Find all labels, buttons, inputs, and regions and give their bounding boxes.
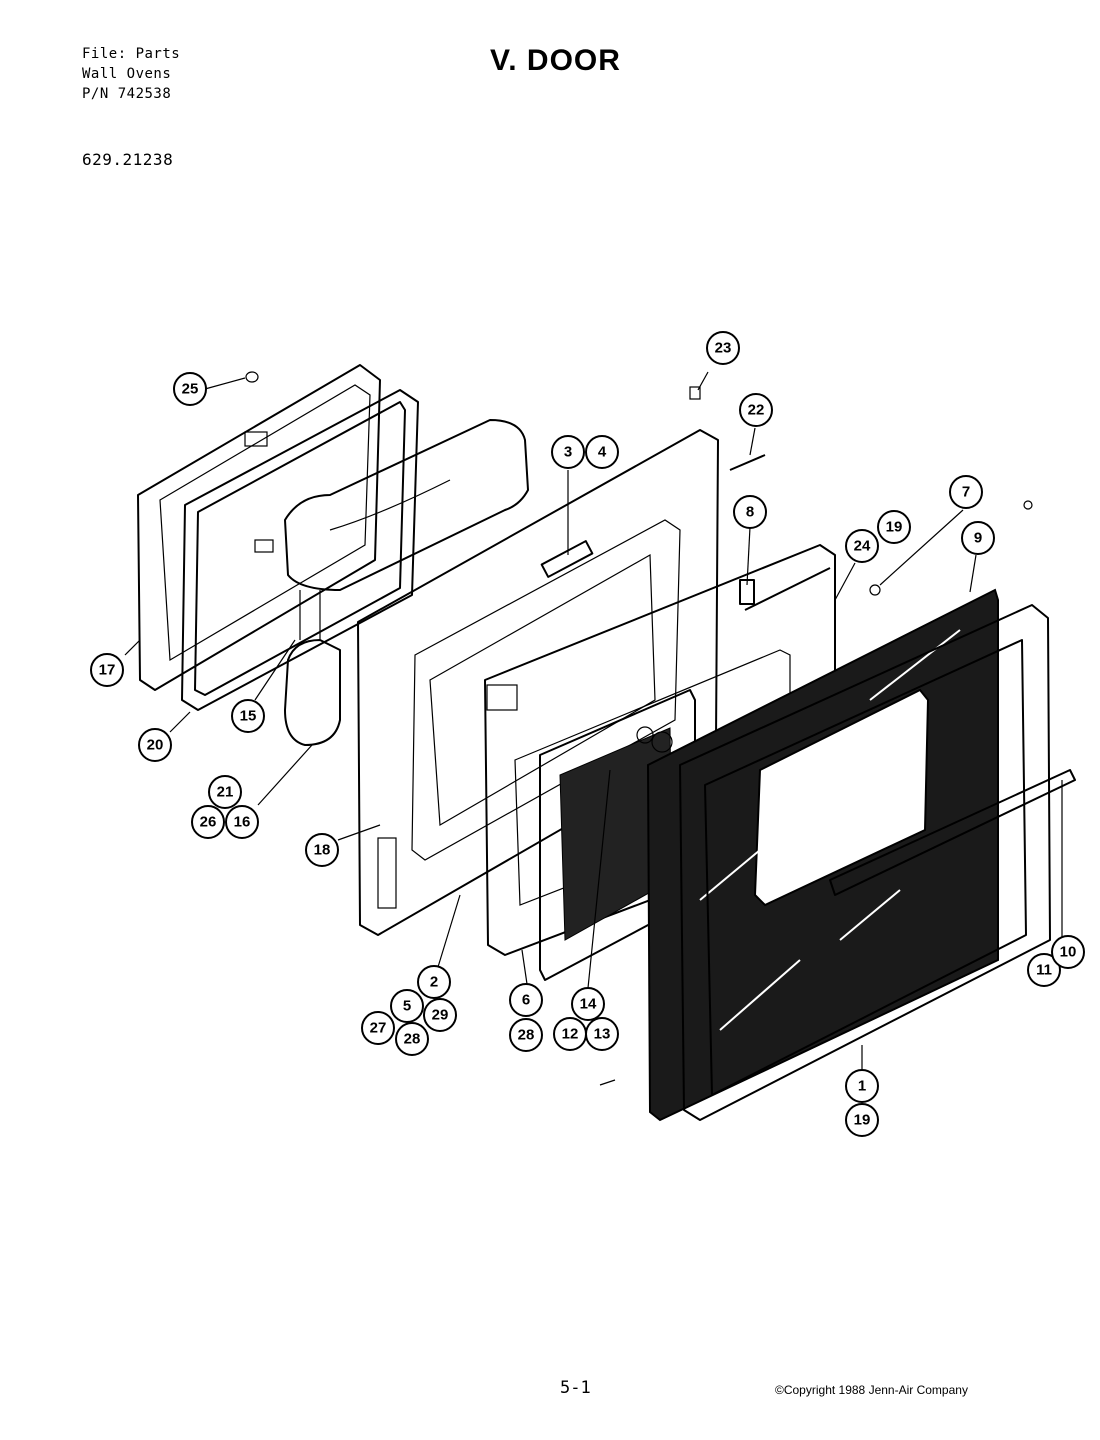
svg-text:4: 4	[598, 444, 607, 461]
callout-26: 26	[191, 805, 225, 839]
callout-29: 29	[423, 998, 457, 1032]
callout-23: 23	[706, 331, 740, 365]
svg-text:26: 26	[200, 814, 217, 831]
callout-6: 6	[509, 983, 543, 1017]
svg-text:15: 15	[240, 708, 257, 725]
callout-13: 13	[585, 1017, 619, 1051]
svg-text:22: 22	[748, 402, 765, 419]
callout-11: 11	[1027, 953, 1061, 987]
leader-lines	[124, 371, 1063, 1070]
callout-5: 5	[390, 989, 424, 1023]
svg-text:13: 13	[594, 1026, 611, 1043]
svg-text:21: 21	[217, 784, 234, 801]
svg-text:23: 23	[715, 340, 732, 357]
svg-text:27: 27	[370, 1020, 387, 1037]
callout-1: 1	[845, 1069, 879, 1103]
callout-4: 4	[585, 435, 619, 469]
small-fasteners	[245, 371, 1033, 1086]
callout-12: 12	[553, 1017, 587, 1051]
callout-15: 15	[231, 699, 265, 733]
callout-24: 24	[845, 529, 879, 563]
callout-28-b: 28	[509, 1018, 543, 1052]
svg-text:18: 18	[314, 842, 331, 859]
callout-22: 22	[739, 393, 773, 427]
part-number-label: P/N 742538	[82, 86, 172, 102]
callout-8: 8	[733, 495, 767, 529]
svg-text:6: 6	[522, 992, 530, 1009]
model-number: 629.21238	[82, 150, 174, 169]
callout-3: 3	[551, 435, 585, 469]
page-number: 5-1	[560, 1378, 591, 1398]
svg-text:29: 29	[432, 1007, 449, 1024]
page-title: V. DOOR	[490, 44, 621, 77]
callout-2: 2	[417, 965, 451, 999]
svg-text:20: 20	[147, 737, 164, 754]
svg-text:3: 3	[564, 444, 572, 461]
svg-text:11: 11	[1036, 962, 1052, 979]
callout-14: 14	[571, 987, 605, 1021]
svg-text:16: 16	[234, 814, 251, 831]
callout-28: 28	[395, 1022, 429, 1056]
svg-text:19: 19	[886, 519, 903, 536]
callout-25: 25	[173, 372, 207, 406]
svg-text:12: 12	[562, 1026, 579, 1043]
svg-text:19: 19	[854, 1112, 871, 1129]
callout-21: 21	[208, 775, 242, 809]
svg-text:28: 28	[404, 1031, 421, 1048]
file-label: File: Parts	[82, 46, 181, 62]
copyright-notice: ©Copyright 1988 Jenn-Air Company	[775, 1383, 968, 1397]
callout-17: 17	[90, 653, 124, 687]
svg-text:5: 5	[403, 998, 411, 1015]
rear-panel	[137, 364, 381, 691]
callout-20: 20	[138, 728, 172, 762]
svg-text:14: 14	[580, 996, 597, 1013]
svg-text:1: 1	[858, 1078, 866, 1095]
callout-27: 27	[361, 1011, 395, 1045]
svg-text:24: 24	[854, 538, 871, 555]
svg-text:25: 25	[182, 381, 199, 398]
svg-text:17: 17	[99, 662, 116, 679]
svg-text:7: 7	[962, 484, 970, 501]
svg-text:28: 28	[518, 1027, 535, 1044]
callout-19-b: 19	[845, 1103, 879, 1137]
insulation-blanket	[284, 419, 529, 746]
callout-18: 18	[305, 833, 339, 867]
callout-16: 16	[225, 805, 259, 839]
callout-19: 19	[877, 510, 911, 544]
svg-text:9: 9	[974, 530, 982, 547]
svg-text:2: 2	[430, 974, 438, 991]
callout-7: 7	[949, 475, 983, 509]
callout-9: 9	[961, 521, 995, 555]
svg-text:8: 8	[746, 504, 754, 521]
gasket-frame	[181, 389, 419, 711]
outer-glass	[646, 588, 999, 1122]
outer-door-frame	[679, 604, 1076, 1121]
svg-text:10: 10	[1060, 944, 1077, 961]
callout-10: 10	[1051, 935, 1085, 969]
product-label: Wall Ovens	[82, 66, 172, 82]
